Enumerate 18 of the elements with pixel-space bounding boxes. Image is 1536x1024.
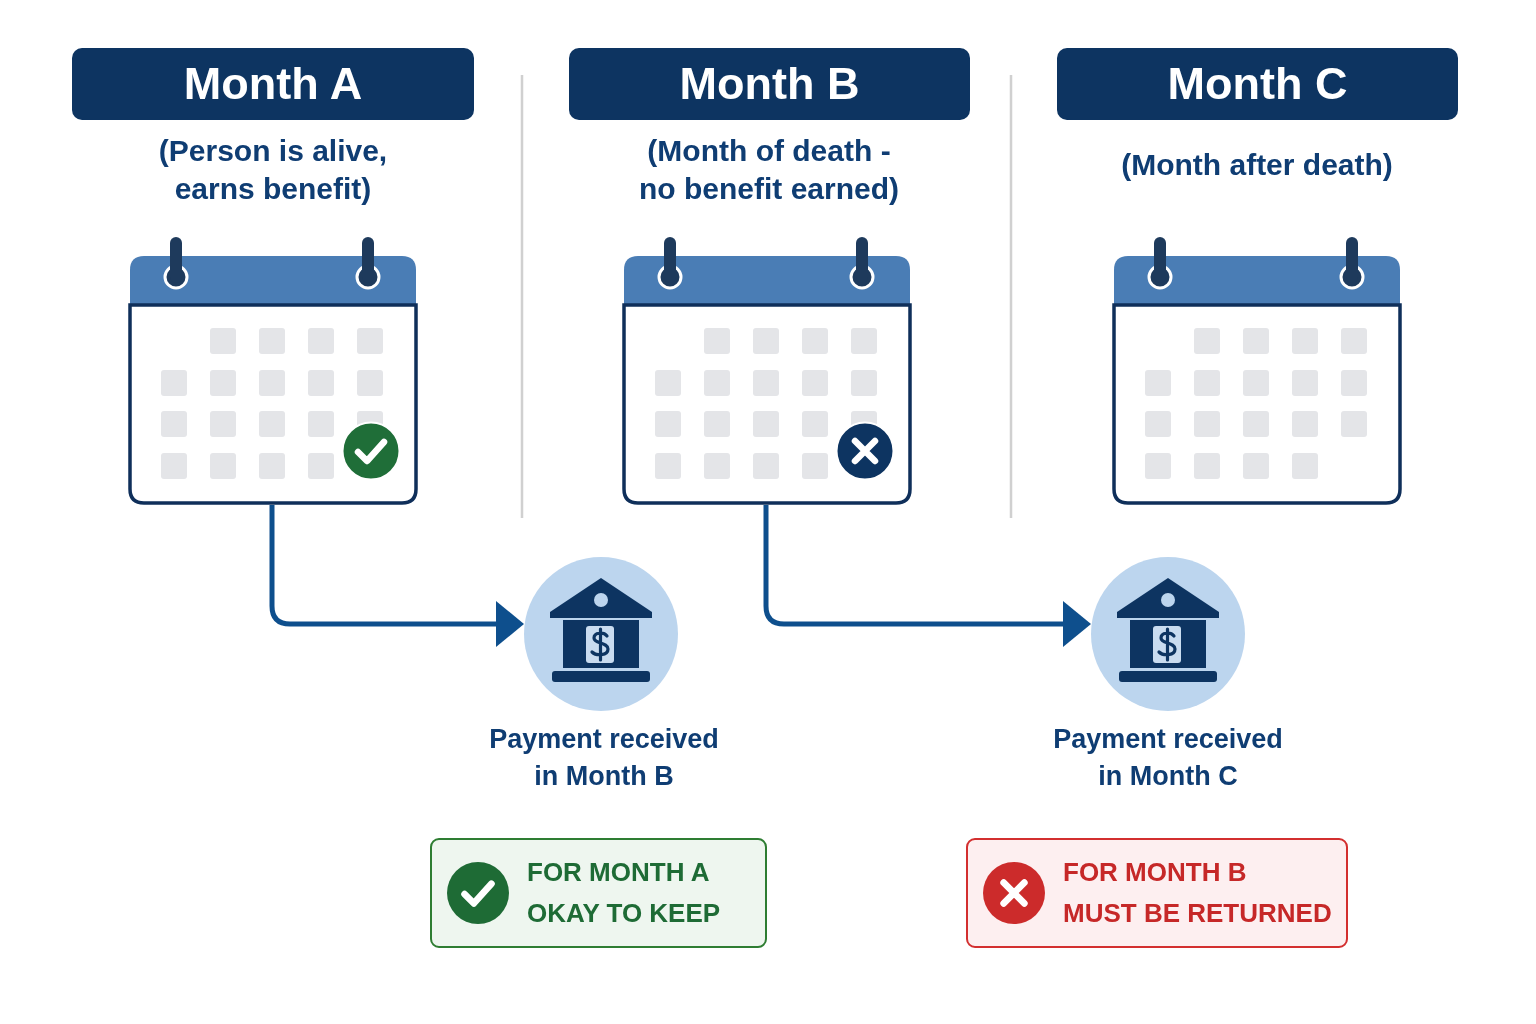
bank-icon — [1091, 557, 1245, 711]
status-card — [966, 838, 1348, 948]
month-heading: Month C — [1057, 48, 1458, 120]
payment-caption: Payment received in Month C — [1052, 723, 1284, 793]
arrow — [269, 505, 524, 647]
column-subtitle: (Person is alive, earns benefit) — [157, 133, 389, 207]
month-heading: Month B — [569, 48, 970, 120]
bank-icon — [524, 557, 678, 711]
status-text: OKAY TO KEEP — [527, 896, 721, 930]
payment-caption: Payment received in Month B — [488, 723, 720, 793]
status-text: MUST BE RETURNED — [1063, 896, 1332, 930]
arrow — [763, 505, 1091, 647]
column-subtitle: (Month of death - no benefit earned) — [638, 133, 900, 207]
month-heading: Month A — [72, 48, 474, 120]
status-text: FOR MONTH A — [527, 855, 710, 889]
status-text: FOR MONTH B — [1063, 855, 1247, 889]
column-subtitle: (Month after death) — [1120, 147, 1394, 183]
status-card — [430, 838, 767, 948]
